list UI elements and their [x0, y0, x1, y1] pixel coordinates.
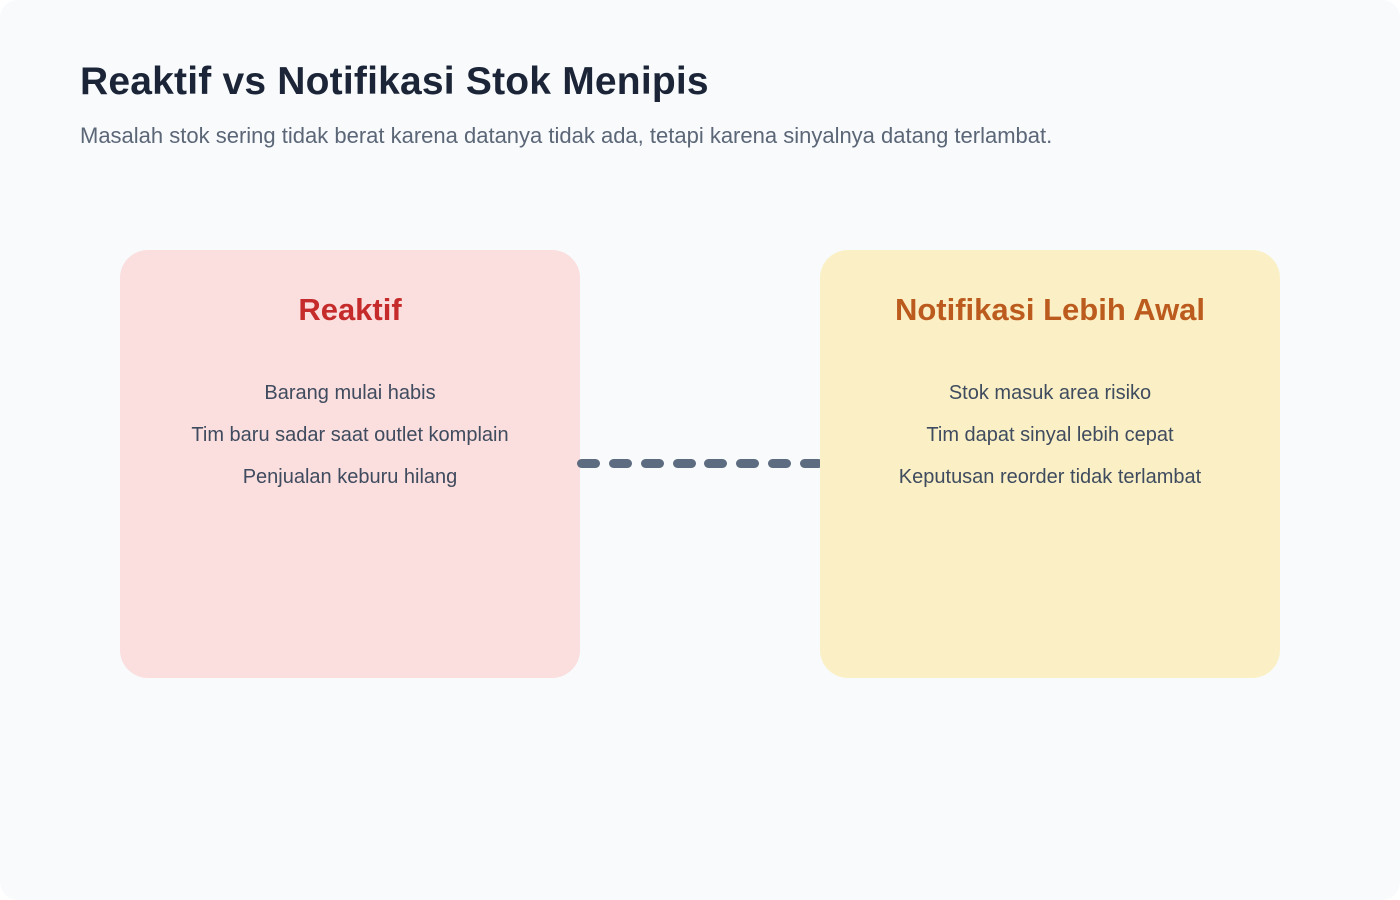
connector-dash: [704, 459, 728, 468]
connector-dash: [672, 459, 696, 468]
connector-dash: [608, 459, 632, 468]
connector-dash: [768, 459, 792, 468]
connector-dash: [799, 459, 823, 468]
reactive-card-items: Barang mulai habis Tim baru sadar saat o…: [120, 372, 580, 498]
early-notification-card-title: Notifikasi Lebih Awal: [894, 292, 1206, 327]
page-subtitle: Masalah stok sering tidak berat karena d…: [80, 123, 1053, 148]
list-item: Stok masuk area risiko: [948, 382, 1152, 404]
list-item: Tim dapat sinyal lebih cepat: [926, 424, 1174, 446]
connector-dash: [577, 459, 600, 468]
list-item: Tim baru sadar saat outlet komplain: [191, 424, 509, 446]
reactive-card-title: Reaktif: [298, 292, 402, 327]
reactive-card: Reaktif Barang mulai habis Tim baru sada…: [120, 250, 580, 678]
connector-dash: [640, 459, 664, 468]
list-item: Barang mulai habis: [264, 382, 436, 404]
connector-dash: [736, 459, 760, 468]
list-item: Penjualan keburu hilang: [242, 466, 458, 488]
early-notification-card: Notifikasi Lebih Awal Stok masuk area ri…: [820, 250, 1280, 678]
early-notification-card-items: Stok masuk area risiko Tim dapat sinyal …: [820, 372, 1280, 498]
page-title: Reaktif vs Notifikasi Stok Menipis: [80, 60, 709, 103]
dashed-connector: [577, 459, 823, 468]
list-item: Keputusan reorder tidak terlambat: [898, 466, 1202, 488]
